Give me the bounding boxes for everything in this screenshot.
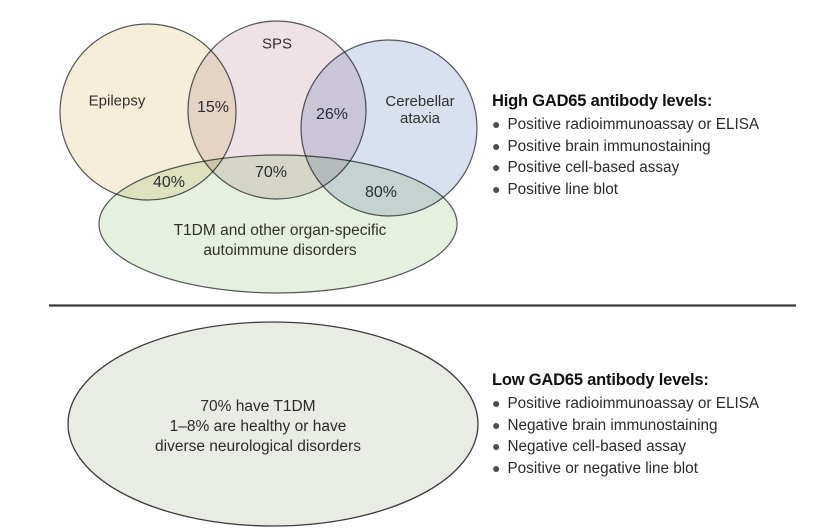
high-gad65-title: High GAD65 antibody levels: <box>492 92 713 110</box>
list-item: ● Positive line blot <box>492 179 812 201</box>
list-item: ● Negative brain immunostaining <box>492 415 812 437</box>
bullet-icon: ● <box>492 116 501 132</box>
list-item: ● Positive or negative line blot <box>492 458 812 480</box>
list-item-text: Positive radioimmunoassay or ELISA <box>507 116 760 133</box>
high-gad65-panel: High GAD65 antibody levels: ● Positive r… <box>492 92 812 200</box>
sps-label: SPS <box>261 35 293 53</box>
low-gad65-title: Low GAD65 antibody levels: <box>492 371 709 389</box>
bullet-icon: ● <box>492 459 501 476</box>
list-item-text: Positive line blot <box>507 180 619 198</box>
low-titer-ellipse-text: 70% have T1DM 1–8% are healthy or have d… <box>155 397 361 457</box>
high-gad65-list: ● Positive radioimmunoassay or ELISA ● P… <box>492 114 812 200</box>
bullet-icon: ● <box>492 180 501 197</box>
ellipse-text-line: 70% have T1DM <box>200 398 316 415</box>
cerebellar-ataxia-label: Cerebellar ataxia <box>385 93 455 127</box>
list-item: ● Negative cell-based assay <box>492 436 812 458</box>
list-item-text: Positive cell-based assay <box>507 159 680 177</box>
bullet-icon: ● <box>492 438 501 455</box>
low-gad65-panel: Low GAD65 antibody levels: ● Positive ra… <box>492 371 812 479</box>
bullet-icon: ● <box>492 395 501 411</box>
list-item-text: Positive or negative line blot <box>507 459 698 477</box>
ellipse-text-line: diverse neurological disorders <box>155 438 361 455</box>
list-item: ● Positive radioimmunoassay or ELISA <box>492 114 812 136</box>
ellipse-text-line: 1–8% are healthy or have <box>169 418 347 435</box>
bullet-icon: ● <box>492 159 501 176</box>
overlap-epilepsy-sps-value: 15% <box>196 99 230 117</box>
t1dm-label: T1DM and other organ-specific autoimmune… <box>173 222 387 259</box>
list-item-text: Positive brain immunostaining <box>507 137 711 155</box>
t1dm-ellipse <box>98 154 458 294</box>
list-item-text: Positive radioimmunoassay or ELISA <box>507 395 760 412</box>
list-item-text: Negative cell-based assay <box>507 438 687 456</box>
overlap-epilepsy-t1dm-value: 40% <box>152 174 186 192</box>
overlap-sps-t1dm-value: 70% <box>254 164 288 182</box>
list-item: ● Positive cell-based assay <box>492 157 812 179</box>
bullet-icon: ● <box>492 137 501 154</box>
bullet-icon: ● <box>492 416 501 433</box>
low-titer-ellipse <box>67 321 479 527</box>
list-item-text: Negative brain immunostaining <box>507 416 718 434</box>
list-item: ● Positive radioimmunoassay or ELISA <box>492 393 812 415</box>
low-gad65-list: ● Positive radioimmunoassay or ELISA ● N… <box>492 393 812 479</box>
overlap-ataxia-t1dm-value: 80% <box>364 184 398 202</box>
epilepsy-label: Epilepsy <box>88 92 146 110</box>
overlap-sps-ataxia-value: 26% <box>315 106 349 124</box>
list-item: ● Positive brain immunostaining <box>492 136 812 158</box>
